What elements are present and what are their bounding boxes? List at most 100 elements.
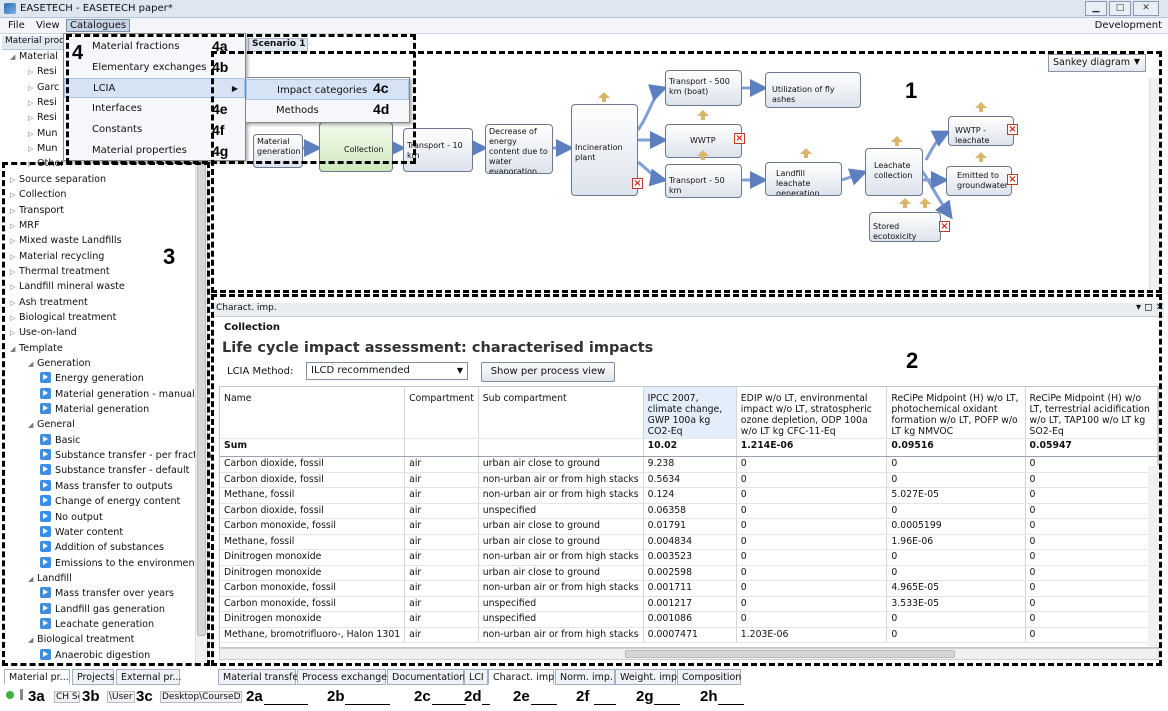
column-header[interactable]: EDIP w/o LT, environmental impact w/o LT…: [736, 387, 888, 439]
tree-item[interactable]: ▷Thermal treatment: [10, 265, 110, 279]
tab-result[interactable]: Documentation: [387, 669, 465, 685]
node-transport-500km[interactable]: Transport - 500 km (boat): [665, 70, 742, 106]
node-decrease-energy[interactable]: Decrease of energy content due to water …: [485, 124, 553, 174]
remove-icon[interactable]: ×: [734, 133, 745, 144]
diagram-scrollbar[interactable]: [1149, 78, 1160, 290]
tab-scenario[interactable]: Scenario 1: [248, 38, 308, 52]
collapsed-icon[interactable]: ▷: [28, 160, 34, 169]
tree-item[interactable]: ▷Biological treatment: [10, 311, 116, 325]
menu-item-lcia[interactable]: LCIA▶: [64, 78, 245, 98]
scroll-thumb[interactable]: [197, 141, 206, 636]
tree-item[interactable]: ▷Source separation: [10, 173, 106, 187]
tree-item[interactable]: Material generation: [40, 403, 149, 417]
tree-item[interactable]: ▷Garc: [28, 81, 59, 95]
menu-item-elementary-exchanges[interactable]: Elementary exchanges: [64, 58, 245, 78]
table-vertical-scrollbar[interactable]: [1148, 466, 1159, 646]
collapsed-icon[interactable]: ▷: [28, 68, 34, 77]
tree-item[interactable]: Leachate generation: [40, 617, 154, 632]
tree-item[interactable]: ▷Landfill mineral waste: [10, 280, 125, 294]
collapsed-icon[interactable]: ▷: [28, 83, 34, 92]
menu-item-impact-categories[interactable]: Impact categories: [246, 79, 409, 100]
tree-item[interactable]: ◢Generation: [28, 357, 91, 371]
tab-result[interactable]: Process exchanges: [297, 669, 392, 685]
collapsed-icon[interactable]: ▷: [10, 175, 16, 184]
expanded-icon[interactable]: ◢: [28, 636, 34, 645]
column-header[interactable]: ReCiPe Midpoint (H) w/o LT, photochemica…: [886, 387, 1026, 439]
collapsed-icon[interactable]: ▷: [10, 313, 16, 322]
menu-item-methods[interactable]: Methods: [246, 100, 409, 121]
per-process-view-button[interactable]: Show per process view: [481, 362, 615, 382]
remove-icon[interactable]: ×: [939, 221, 950, 232]
collapsed-icon[interactable]: ▷: [28, 114, 34, 123]
menu-item-interfaces[interactable]: Interfaces: [64, 99, 245, 119]
collapsed-icon[interactable]: ▷: [10, 298, 16, 307]
tree-item[interactable]: ▷Material recycling: [10, 250, 104, 264]
tree-item[interactable]: ◢Landfill: [28, 572, 72, 586]
tree-item[interactable]: ▷Ash treatment: [10, 296, 88, 310]
collapsed-icon[interactable]: ▷: [10, 283, 16, 292]
tree-item[interactable]: Emissions to the environment: [40, 556, 198, 571]
tree-item[interactable]: Addition of substances: [40, 541, 164, 555]
tree-item[interactable]: Substance transfer - per fraction: [40, 449, 212, 463]
tree-item[interactable]: Water content: [40, 525, 123, 540]
tab-result[interactable]: Weight. imp.: [615, 669, 680, 685]
column-header[interactable]: IPCC 2007, climate change, GWP 100a kg C…: [643, 387, 737, 439]
node-collection[interactable]: Collection: [319, 122, 393, 172]
tree-item[interactable]: ◢Template: [10, 342, 63, 356]
tree-item[interactable]: ▷Resi: [28, 96, 57, 110]
menu-item-material-fractions[interactable]: Material fractions: [64, 37, 245, 57]
menu-item-constants[interactable]: Constants: [64, 120, 245, 140]
collapsed-icon[interactable]: ▷: [10, 237, 16, 246]
node-landfill-leachate[interactable]: Landfill leachate generation: [765, 162, 842, 196]
table-horizontal-scrollbar[interactable]: [219, 648, 1159, 660]
tree-item[interactable]: Landfill gas generation: [40, 602, 165, 617]
tree-item[interactable]: ▷Resi: [28, 65, 57, 79]
collapsed-icon[interactable]: ▷: [10, 206, 16, 215]
scroll-thumb[interactable]: [625, 650, 955, 658]
expanded-icon[interactable]: ◢: [10, 344, 16, 353]
node-utilization-fly-ashes[interactable]: Utilization of fly ashes: [765, 72, 861, 108]
tree-item[interactable]: Change of energy content: [40, 495, 180, 509]
expanded-icon[interactable]: ◢: [10, 53, 16, 61]
tree-item[interactable]: Mass transfer over years: [40, 587, 174, 601]
tree-item[interactable]: No output: [40, 510, 103, 525]
tree-item[interactable]: Substance transfer - default: [40, 464, 189, 478]
node-emitted-groundwater[interactable]: Emitted to groundwater: [946, 166, 1012, 196]
tab-result[interactable]: Charact. imp.: [488, 669, 557, 685]
menu-view[interactable]: View: [36, 20, 60, 31]
minimize-button[interactable]: ▁: [1085, 1, 1107, 16]
collapsed-icon[interactable]: ▷: [10, 221, 16, 230]
node-incineration-plant[interactable]: Incineration plant: [571, 104, 638, 196]
expanded-icon[interactable]: ◢: [28, 360, 34, 368]
close-button[interactable]: ✕: [1133, 1, 1159, 16]
tree-item[interactable]: Mass transfer to outputs: [40, 479, 172, 494]
tab-left-panel[interactable]: Material pr...: [4, 669, 70, 685]
tab-result[interactable]: Composition: [677, 669, 741, 685]
tab-result[interactable]: Norm. imp.: [555, 669, 615, 685]
column-header[interactable]: Name: [220, 387, 406, 439]
collapsed-icon[interactable]: ▷: [10, 267, 16, 276]
tree-item[interactable]: Material generation - manual: [40, 387, 195, 402]
collapsed-icon[interactable]: ▷: [10, 252, 16, 261]
collapsed-icon[interactable]: ▷: [28, 99, 34, 108]
maximize-button[interactable]: □: [1109, 1, 1131, 16]
collapsed-icon[interactable]: ▷: [28, 129, 34, 138]
node-transport-10km[interactable]: Transport - 10 km: [403, 128, 473, 172]
column-header[interactable]: Compartment: [404, 387, 479, 439]
tree-item[interactable]: ▷Resi: [28, 111, 57, 125]
expanded-icon[interactable]: ◢: [28, 421, 34, 430]
close-panel-icon[interactable]: ▾ ◻ ✕: [1135, 302, 1164, 313]
menu-item-material-properties[interactable]: Material properties: [64, 141, 245, 161]
collapsed-icon[interactable]: ▷: [28, 145, 34, 154]
tree-item[interactable]: ▷Mun: [28, 127, 57, 141]
